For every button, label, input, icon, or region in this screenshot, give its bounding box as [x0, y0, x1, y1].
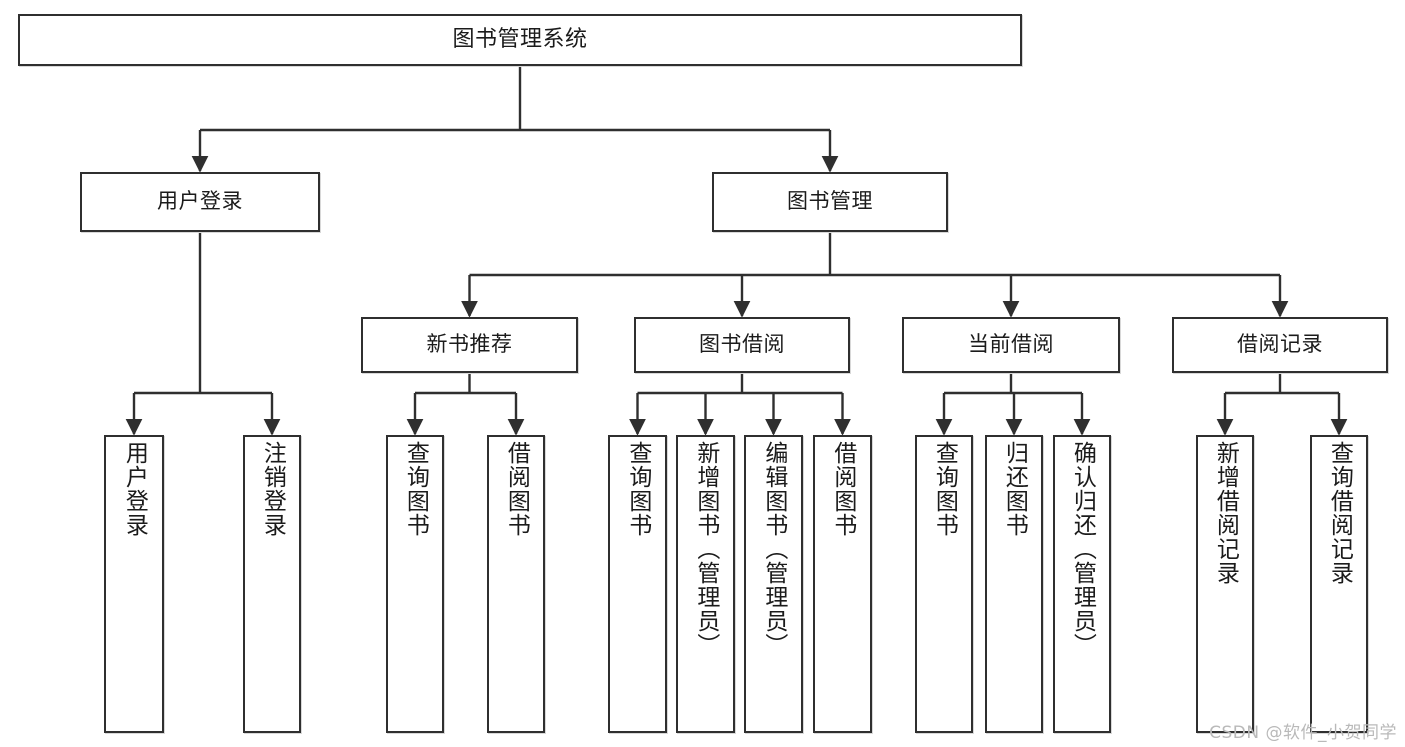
node-leaf-borrow-book-2[interactable]: 借阅图书	[813, 435, 872, 733]
node-label: 借阅图书	[503, 441, 530, 537]
node-leaf-edit-book[interactable]: 编辑图书（管理员）	[744, 435, 803, 733]
node-label: 当前借阅	[968, 332, 1054, 357]
node-label: 查询图书	[931, 441, 958, 537]
node-label: 查询图书	[624, 441, 651, 537]
node-leaf-return-book[interactable]: 归还图书	[985, 435, 1043, 733]
node-label: 编辑图书（管理员）	[760, 441, 787, 657]
node-leaf-user-login[interactable]: 用户登录	[104, 435, 164, 733]
node-label: 确认归还（管理员）	[1069, 441, 1096, 657]
node-user-login[interactable]: 用户登录	[80, 172, 320, 232]
node-label: 新增图书（管理员）	[692, 441, 719, 657]
node-leaf-confirm-return[interactable]: 确认归还（管理员）	[1053, 435, 1111, 733]
node-leaf-add-book[interactable]: 新增图书（管理员）	[676, 435, 735, 733]
node-label: 归还图书	[1001, 441, 1028, 537]
node-leaf-query-book-3[interactable]: 查询图书	[915, 435, 973, 733]
node-label: 用户登录	[157, 189, 243, 214]
node-leaf-logout[interactable]: 注销登录	[243, 435, 301, 733]
node-label: 图书管理系统	[452, 26, 588, 52]
watermark-label: CSDN @软件_小贺同学	[1209, 723, 1397, 743]
node-label: 查询借阅记录	[1326, 441, 1353, 585]
node-leaf-borrow-book-1[interactable]: 借阅图书	[487, 435, 545, 733]
node-label: 注销登录	[259, 441, 286, 537]
node-book-manage[interactable]: 图书管理	[712, 172, 948, 232]
node-book-borrow[interactable]: 图书借阅	[634, 317, 850, 373]
node-label: 借阅图书	[829, 441, 856, 537]
node-leaf-query-book-1[interactable]: 查询图书	[386, 435, 444, 733]
node-root[interactable]: 图书管理系统	[18, 14, 1022, 66]
node-new-book-recommend[interactable]: 新书推荐	[361, 317, 578, 373]
node-leaf-add-record[interactable]: 新增借阅记录	[1196, 435, 1254, 733]
node-label: 借阅记录	[1237, 332, 1323, 357]
node-current-borrow[interactable]: 当前借阅	[902, 317, 1120, 373]
node-label: 图书借阅	[699, 332, 785, 357]
node-label: 图书管理	[787, 189, 873, 214]
node-leaf-query-book-2[interactable]: 查询图书	[608, 435, 667, 733]
node-label: 新增借阅记录	[1212, 441, 1239, 585]
node-label: 用户登录	[121, 441, 148, 537]
node-label: 查询图书	[402, 441, 429, 537]
node-leaf-query-record[interactable]: 查询借阅记录	[1310, 435, 1368, 733]
node-label: 新书推荐	[426, 332, 513, 357]
node-borrow-record[interactable]: 借阅记录	[1172, 317, 1388, 373]
